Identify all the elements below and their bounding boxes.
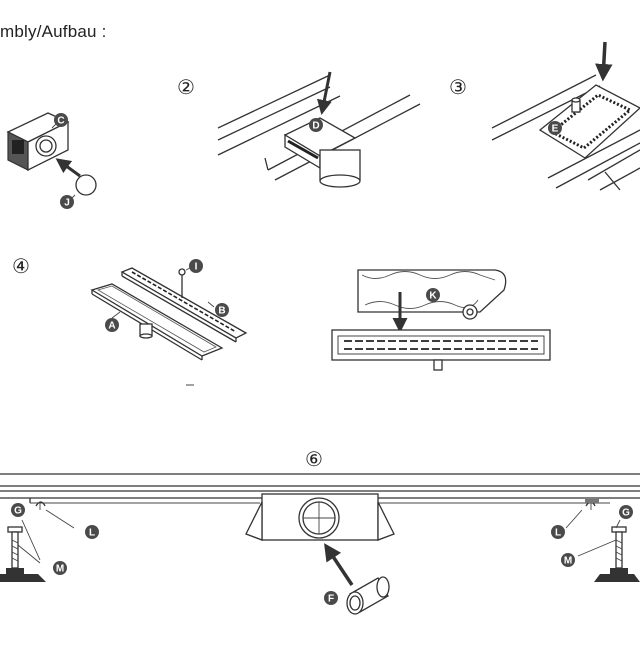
right-adjustable-foot <box>565 499 640 582</box>
step-6-illustration: ⑥ <box>0 449 640 615</box>
drain-channel-body <box>90 283 224 361</box>
svg-text:F: F <box>328 594 334 605</box>
label-l-right: L <box>551 525 565 539</box>
label-f: F <box>324 591 338 605</box>
drain-outlet-housing <box>245 493 395 541</box>
svg-text:A: A <box>108 321 115 332</box>
svg-text:G: G <box>14 506 22 517</box>
svg-text:M: M <box>56 564 64 575</box>
svg-text:C: C <box>57 116 64 127</box>
drain-body <box>283 117 361 188</box>
insert-arrow <box>55 158 81 178</box>
left-adjustable-foot <box>0 501 75 582</box>
outlet-pipe <box>346 576 390 615</box>
svg-text:M: M <box>564 556 572 567</box>
step-1-illustration <box>6 112 97 201</box>
svg-text:G: G <box>622 508 630 519</box>
label-a: A <box>105 318 119 332</box>
label-g-right: G <box>619 505 633 519</box>
label-l-left: L <box>85 525 99 539</box>
label-e: E <box>548 121 562 135</box>
label-j: J <box>60 195 74 209</box>
press-arrow <box>316 71 332 115</box>
svg-text:D: D <box>312 121 319 132</box>
drain-grate-top <box>331 329 551 371</box>
svg-text:J: J <box>64 198 70 209</box>
label-i: I <box>189 259 203 273</box>
label-k: K <box>426 288 440 302</box>
svg-text:L: L <box>89 528 95 539</box>
step-5-illustration <box>331 269 551 371</box>
step-4-illustration: ④ <box>12 256 248 386</box>
svg-text:L: L <box>555 528 561 539</box>
assembly-title: mbly/Aufbau : <box>0 22 107 41</box>
connector-housing <box>6 112 70 172</box>
insert-arrow-3 <box>595 41 613 82</box>
channel-with-grate <box>491 74 640 191</box>
label-m-left: M <box>53 561 67 575</box>
svg-text:B: B <box>218 306 225 317</box>
label-c: C <box>54 113 68 127</box>
seal-ring <box>75 174 97 196</box>
step-3-illustration: ③ <box>449 41 640 191</box>
step-6-number: ⑥ <box>305 449 323 471</box>
drain-grate <box>120 267 248 343</box>
svg-text:E: E <box>552 124 559 135</box>
lift-hook <box>178 266 193 298</box>
label-d: D <box>309 118 323 132</box>
step-3-number: ③ <box>449 77 467 99</box>
label-b: B <box>215 303 229 317</box>
attach-arrow <box>324 543 354 586</box>
step-2-illustration: ② <box>177 71 421 188</box>
step-2-number: ② <box>177 77 195 99</box>
step-4-number: ④ <box>12 256 30 278</box>
floor-channel <box>217 74 421 181</box>
label-m-right: M <box>561 553 575 567</box>
svg-text:K: K <box>429 291 437 302</box>
label-g-left: G <box>11 503 25 517</box>
svg-text:I: I <box>195 262 198 273</box>
